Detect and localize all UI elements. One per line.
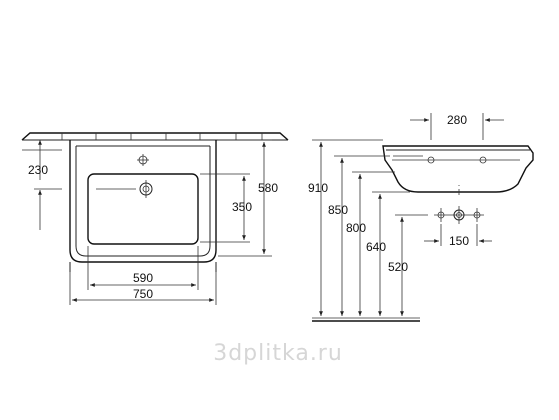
dimension-850: 850 [328,155,390,316]
dimension-230: 230 [22,140,62,230]
dimension-750: 750 [69,272,217,305]
side-view: 280 910 850 800 640 [308,113,534,322]
label-230: 230 [28,163,48,177]
label-280: 280 [447,113,467,127]
dimension-910: 910 [308,139,383,316]
label-800: 800 [346,221,366,235]
dimension-150: 150 [424,224,492,248]
basin-side [382,145,534,195]
label-350: 350 [232,200,252,214]
dimension-590: 590 [87,246,199,290]
label-150: 150 [449,234,469,248]
label-580: 580 [258,181,278,195]
label-590: 590 [133,271,153,285]
watermark: 3dplitka.ru [213,341,343,366]
dimension-800: 800 [346,171,395,316]
label-640: 640 [366,240,386,254]
supply-fittings [434,206,484,224]
countertop [21,132,289,141]
dimension-350: 350 [200,173,252,243]
label-850: 850 [328,203,348,217]
basin-front [69,140,217,272]
dimension-640: 640 [366,191,410,316]
front-view: 230 580 350 590 750 [21,132,289,305]
label-520: 520 [388,260,408,274]
dimension-280: 280 [410,113,504,140]
dimension-520: 520 [388,214,428,316]
label-910: 910 [308,181,328,195]
label-750: 750 [133,287,153,301]
dimension-580: 580 [218,139,278,257]
